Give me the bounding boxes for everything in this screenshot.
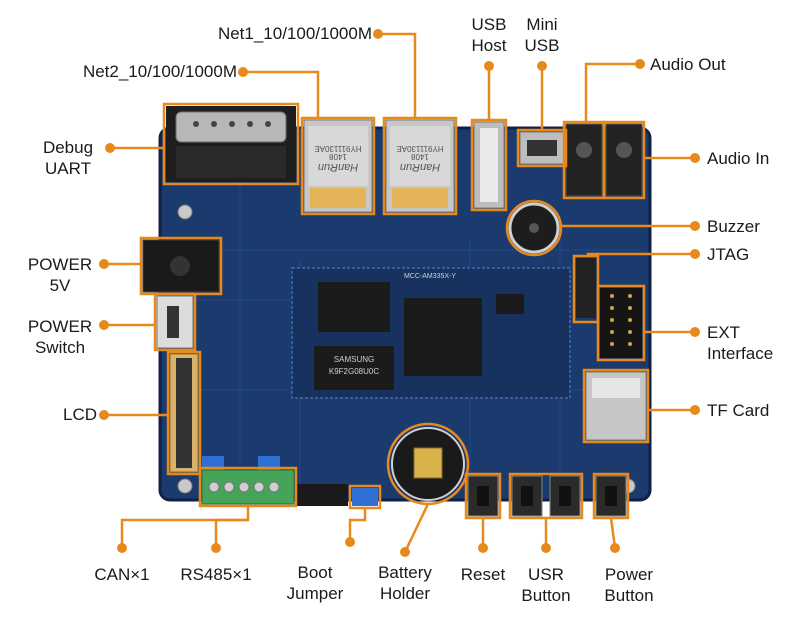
boot-jumper bbox=[296, 484, 378, 506]
label-battery-holder: Battery Holder bbox=[378, 563, 432, 603]
mini-usb-port bbox=[519, 131, 565, 165]
net2-box bbox=[300, 116, 376, 216]
label-debug-uart: Debug UART bbox=[42, 138, 94, 178]
label-tf-card: TF Card bbox=[707, 401, 770, 420]
label-lcd: LCD bbox=[62, 405, 97, 424]
nand-brand-text: SAMSUNG bbox=[334, 355, 374, 364]
net1-box bbox=[382, 116, 458, 216]
buzzer bbox=[508, 202, 560, 254]
label-jtag: JTAG bbox=[707, 245, 750, 264]
callout-dots bbox=[99, 29, 700, 557]
eth1-code-text: 1408 bbox=[411, 152, 429, 161]
nand-part-text: K9F2G08U0C bbox=[329, 367, 379, 376]
label-power-button: Power Button bbox=[604, 565, 654, 605]
usr-button-1 bbox=[511, 475, 543, 517]
ext-box bbox=[596, 284, 646, 362]
power-switch-box bbox=[153, 292, 197, 352]
label-mini-usb: Mini USB bbox=[524, 15, 560, 55]
battery-holder bbox=[391, 427, 465, 501]
usr-button-2 bbox=[549, 475, 581, 517]
audio-in-box bbox=[602, 120, 646, 200]
label-rs485: RS485×1 bbox=[180, 565, 252, 584]
label-net1: Net1_10/100/1000M bbox=[217, 24, 372, 43]
lcd-connector bbox=[169, 353, 199, 473]
eth2-code-text: 1408 bbox=[329, 152, 347, 161]
eth1-brand-text: HanRun bbox=[400, 161, 440, 173]
ethernet-jack-1: HanRun HY911130AE 1408 bbox=[385, 119, 455, 213]
label-net2: Net2_10/100/1000M bbox=[82, 62, 237, 81]
db9-connector bbox=[166, 106, 296, 182]
tf-card-box bbox=[582, 368, 650, 444]
label-power-5v: POWER 5V bbox=[27, 255, 93, 295]
buzzer-circle bbox=[505, 199, 563, 257]
label-power-switch: POWER Switch bbox=[27, 317, 93, 357]
debug-uart-box bbox=[162, 102, 300, 186]
label-reset: Reset bbox=[460, 565, 506, 584]
ethernet-jack-2: HanRun HY911130AE 1408 bbox=[303, 119, 373, 213]
audio-in-jack bbox=[605, 123, 643, 197]
label-buzzer: Buzzer bbox=[707, 217, 760, 236]
label-usr-button: USR Button bbox=[521, 565, 571, 605]
reset-button bbox=[467, 475, 499, 517]
power-button bbox=[595, 475, 627, 517]
usb-host-port bbox=[473, 121, 505, 209]
eth2-brand-text: HanRun bbox=[318, 161, 358, 173]
label-usb-host: USB Host bbox=[471, 15, 507, 55]
label-audio-in: Audio In bbox=[707, 149, 770, 168]
ext-interface-header bbox=[600, 288, 642, 358]
power-5v-jack bbox=[142, 239, 220, 293]
lcd-box bbox=[166, 350, 202, 476]
can-rs485-terminal bbox=[201, 456, 295, 505]
label-ext-interface: EXT Interface bbox=[707, 323, 774, 363]
eth1-part-text: HY911130AE bbox=[396, 144, 443, 153]
power-switch bbox=[156, 295, 194, 349]
label-can: CAN×1 bbox=[94, 565, 150, 584]
label-audio-out: Audio Out bbox=[650, 55, 726, 74]
audio-out-jack bbox=[565, 123, 603, 197]
jtag-header bbox=[576, 258, 596, 318]
label-boot-jumper: Boot Jumper bbox=[286, 563, 344, 603]
leader-lines bbox=[104, 32, 695, 553]
eth2-part-text: HY911130AE bbox=[314, 144, 361, 153]
tf-card-slot bbox=[585, 371, 647, 441]
core-module: SAMSUNG K9F2G08U0C MCC-AM335X-Y bbox=[291, 267, 571, 399]
board-model-text: MCC-AM335X-Y bbox=[404, 273, 456, 280]
